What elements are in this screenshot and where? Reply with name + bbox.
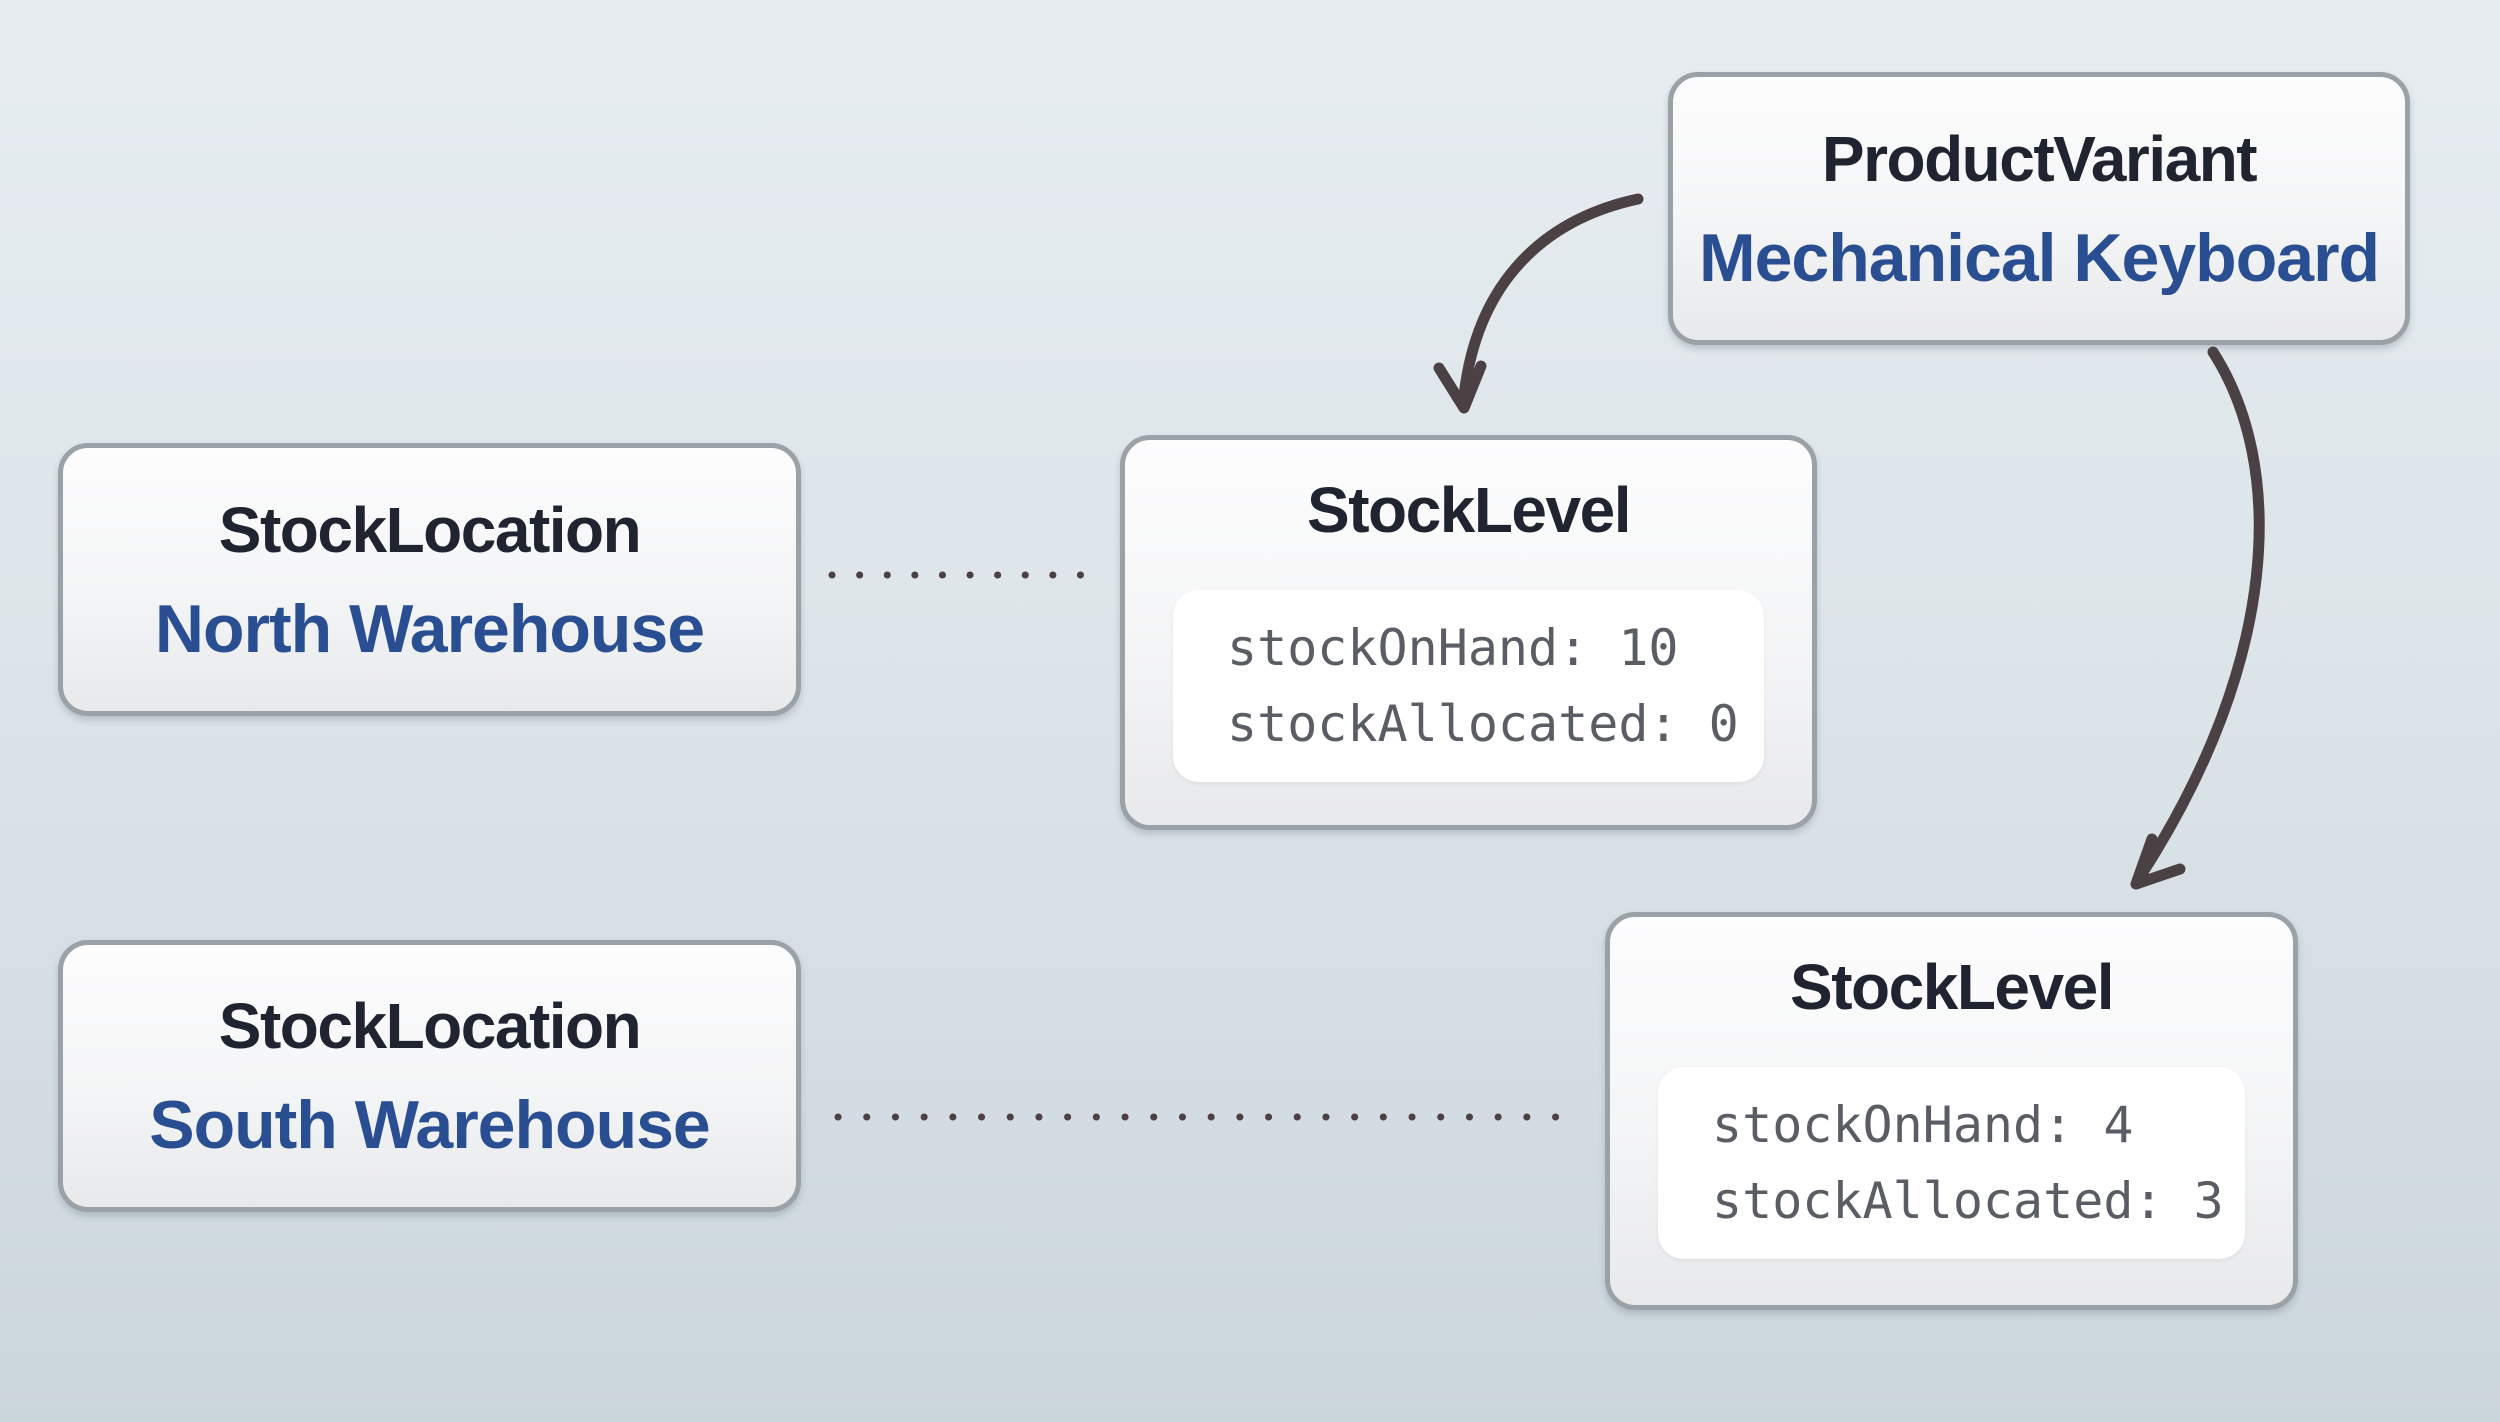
stock-location-north-node: StockLocation North Warehouse xyxy=(58,443,801,716)
stock-location-south-node: StockLocation South Warehouse xyxy=(58,940,801,1212)
product-variant-subtitle: Mechanical Keyboard xyxy=(1698,219,2380,296)
stock-level-north-node: StockLevel stockOnHand: 10 stockAllocate… xyxy=(1120,435,1817,830)
arrowhead-stocklevel-south-icon xyxy=(2130,833,2186,890)
stock-location-north-subtitle: North Warehouse xyxy=(154,590,705,667)
product-variant-node: ProductVariant Mechanical Keyboard xyxy=(1668,72,2410,345)
product-variant-title: ProductVariant xyxy=(1821,122,2258,195)
stock-level-north-title: StockLevel xyxy=(1307,474,1631,546)
stock-allocated-field: stockAllocated: 3 xyxy=(1712,1172,2224,1230)
stock-location-north-title: StockLocation xyxy=(218,493,642,566)
stock-level-north-fields-panel: stockOnHand: 10 stockAllocated: 0 xyxy=(1173,590,1764,782)
stock-on-hand-field: stockOnHand: 4 xyxy=(1712,1096,2134,1154)
stock-level-south-node: StockLevel stockOnHand: 4 stockAllocated… xyxy=(1605,912,2298,1310)
arrowhead-stocklevel-north-icon xyxy=(1433,360,1487,414)
arrow-productvariant-to-stocklevel-north xyxy=(1458,193,1644,402)
arrow-productvariant-to-stocklevel-south xyxy=(2137,346,2265,878)
stock-level-south-fields-panel: stockOnHand: 4 stockAllocated: 3 xyxy=(1658,1067,2245,1259)
stock-location-south-title: StockLocation xyxy=(218,990,642,1062)
stock-on-hand-field: stockOnHand: 10 xyxy=(1227,619,1679,677)
stock-allocated-field: stockAllocated: 0 xyxy=(1227,695,1739,753)
stock-location-south-subtitle: South Warehouse xyxy=(149,1087,711,1163)
stock-level-south-title: StockLevel xyxy=(1790,951,2114,1023)
